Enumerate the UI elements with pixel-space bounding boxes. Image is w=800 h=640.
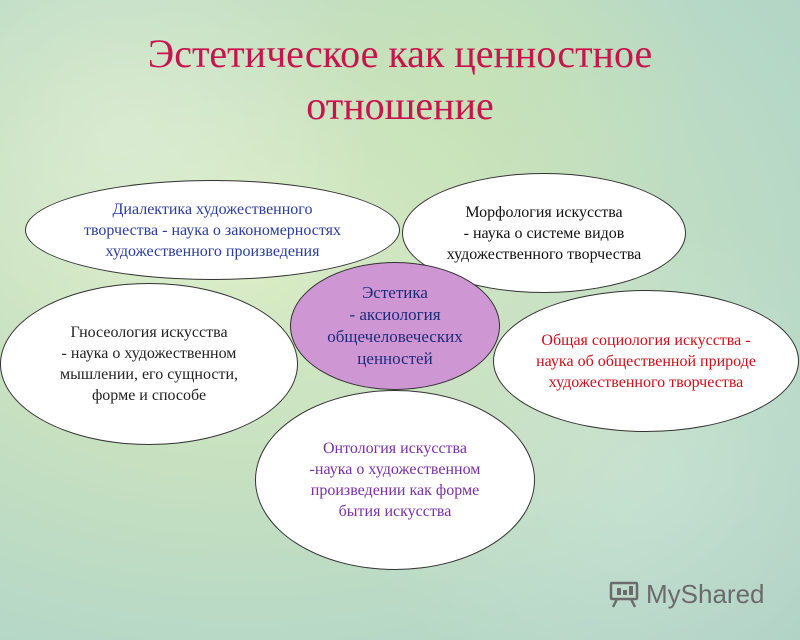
- slide-title: Эстетическое как ценностное отношение: [0, 28, 800, 132]
- title-line-1: Эстетическое как ценностное: [147, 31, 653, 76]
- node-dialectics-text: Диалектика художественного творчества - …: [83, 200, 341, 260]
- node-sociology-text: Общая социология искусства - наука об об…: [536, 331, 756, 391]
- node-ontology-text: Онтология искусства -наука о художествен…: [309, 440, 481, 520]
- node-gnoseology-text: Гносеология искусства - наука о художест…: [59, 324, 239, 404]
- projector-icon: [609, 581, 639, 608]
- node-morphology-text: Морфология искусства - наука о системе в…: [446, 203, 642, 263]
- node-dialectics: Диалектика художественного творчества - …: [25, 180, 400, 280]
- myshared-logo[interactable]: MyShared: [608, 576, 765, 612]
- node-center-text: Эстетика - аксиология общечеловеческих ц…: [327, 283, 463, 368]
- node-gnoseology: Гносеология искусства - наука о художест…: [0, 283, 298, 445]
- title-line-2: отношение: [306, 83, 494, 128]
- node-morphology: Морфология искусства - наука о системе в…: [402, 173, 686, 293]
- node-ontology: Онтология искусства -наука о художествен…: [255, 390, 535, 570]
- logo-text: MyShared: [646, 578, 765, 609]
- node-center-aesthetics: Эстетика - аксиология общечеловеческих ц…: [290, 262, 500, 390]
- node-sociology: Общая социология искусства - наука об об…: [493, 290, 799, 432]
